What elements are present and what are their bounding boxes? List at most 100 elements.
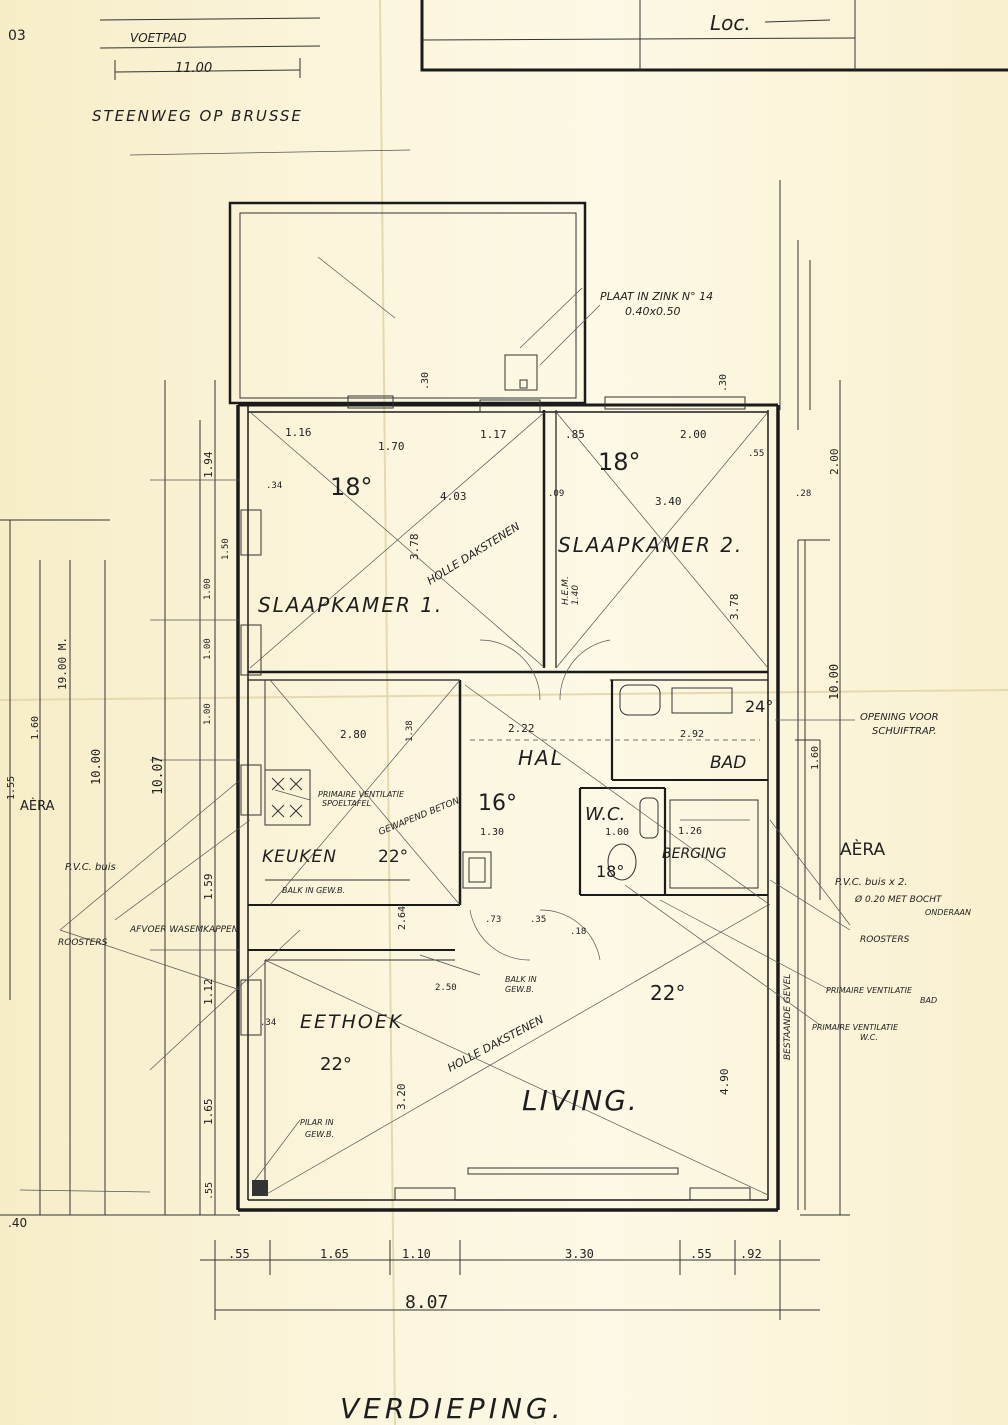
dim-bottom-2: 1.65 [320,1247,349,1261]
storage-name: BERGING [662,846,727,862]
dim-100b: 1.00 [203,638,213,660]
dim-200r: 2.00 [828,449,841,476]
pillar-block [252,1180,268,1196]
street-path-label: VOETPAD [130,31,187,45]
bath-temp: 24° [745,697,773,716]
street-name-label: STEENWEG OP BRUSSE [92,107,303,125]
grilles-left-label: ROOSTERS [58,938,108,948]
note-vent-bath-1: PRIMAIRE VENTILATIE [826,986,913,995]
dim-28: .28 [795,489,811,499]
dim-1000r: 10.00 [827,664,841,700]
pvc-right-diameter: Ø 0.20 MET BOCHT [854,894,943,905]
leader-lines [59,304,855,1181]
wc-name: W.C. [585,804,625,825]
street-header: VOETPAD 11.00 STEENWEG OP BRUSSE 03 [8,17,411,156]
kitchen-temp: 22° [378,847,408,867]
dim-top-5: 2.00 [680,428,707,441]
note-reinforced-concrete: GEWAPEND BETON [377,796,461,838]
dim-100a: 1.00 [203,578,213,600]
area-right-label: AÈRA [840,838,885,860]
dining-temp: 22° [320,1054,352,1075]
fold-line [379,0,396,1425]
dim-top-1: 1.16 [285,426,312,439]
kitchen-fixtures [264,769,311,826]
dim-top-3: 1.17 [480,428,507,441]
bath-fixtures [607,684,759,889]
walls [236,180,830,1212]
room-labels: 18° SLAAPKAMER 1. 18° SLAAPKAMER 2. HAL … [258,448,773,1117]
wc-temp: 18° [596,862,624,881]
dim-09: .09 [548,489,564,499]
street-width-label: 11.00 [175,61,212,76]
dim-bottom-6: .92 [740,1247,762,1261]
dim-292: 2.92 [680,729,704,740]
bedroom1-temp: 18° [330,473,373,501]
dim-55b: .55 [204,1182,215,1200]
note-existing-wall: BESTAANDE GEVEL [783,974,793,1060]
dim-bottom-5: .55 [690,1247,712,1261]
dim-403: 4.03 [440,490,467,503]
dim-194: 1.94 [202,451,215,478]
grilles-right-label: ROOSTERS [860,935,910,945]
note-hollow-bricks-top: HOLLE DAKSTENEN [425,520,523,588]
note-vent-sink-2: SPOELTAFEL [322,799,371,808]
dim-35: .35 [530,915,546,925]
dim-340: 3.40 [655,495,682,508]
bedroom2-temp: 18° [598,448,641,476]
note-beam-2a: BALK IN [505,975,537,984]
right-dimension-lines [795,380,850,1216]
note-beam-1: BALK IN GEW.B. [282,886,345,895]
dim-320: 3.20 [395,1084,408,1111]
dim-222: 2.22 [508,722,535,735]
corner-label: 03 [8,28,26,44]
note-vent-wc-1: PRIMAIRE VENTILATIE [812,1023,899,1032]
dim-bottom-total: 8.07 [405,1292,448,1313]
note-zinc-plate: PLAAT IN ZINK N° 14 [600,290,713,303]
dining-name: EETHOEK [300,1011,403,1033]
dim-top-4: .85 [565,428,585,441]
living-name: LIVING. [522,1084,639,1117]
dim-bottom-4: 3.30 [565,1247,594,1261]
note-beam-2b: GEW.B. [505,985,534,994]
dim-100c: 1.00 [203,703,213,725]
hall-name: HAL [518,746,564,770]
title-block-text: Loc. [710,11,751,35]
bottom-dimension-values: .55 1.65 1.10 3.30 .55 .92 8.07 [228,1247,762,1313]
dim-top-30a: .30 [420,372,431,390]
annotations: PLAAT IN ZINK N° 14 0.40x0.50 HOLLE DAKS… [129,290,939,1139]
dim-490: 4.90 [718,1069,731,1096]
dim-378a: 3.78 [408,534,421,561]
hall-temp: 16° [478,791,517,816]
side-labels: AÈRA P.V.C. buis ROOSTERS AÈRA P.V.C. bu… [8,798,971,1230]
note-vent-sink-1: PRIMAIRE VENTILATIE [318,790,405,799]
dim-378b: 3.78 [728,594,741,621]
left-dimension-lines [0,380,240,1216]
note-vent-wc-2: W.C. [860,1033,878,1042]
note-pillar-a: PILAR IN [300,1118,334,1127]
dim-264: 2.64 [397,906,408,930]
kitchen-name: KEUKEN [262,847,337,867]
terrace [228,201,587,405]
living-temp: 22° [650,981,685,1005]
dim-159: 1.59 [202,874,215,901]
dim-bottom-3: 1.10 [402,1247,431,1261]
pvc-right-under: ONDERAAN [925,908,971,917]
dim-1907: 10.07 [151,756,166,795]
note-exhaust-hood: AFVOER WASEMKAPPEN [129,925,239,935]
bath-name: BAD [710,753,746,773]
construction-lines [249,411,771,1196]
dim-126: 1.26 [678,826,702,837]
note-stair-opening-1: OPENING VOOR [860,712,939,723]
bedroom2-name: SLAAPKAMER 2. [558,533,743,557]
dim-130: 1.30 [480,827,504,838]
left-edge-value: .40 [8,1216,27,1230]
dim-280: 2.80 [340,728,367,741]
dim-1000: 10.00 [89,749,103,785]
dim-top-30b: .30 [718,374,729,392]
dim-165: 1.65 [202,1099,215,1126]
bottom-dimension-lines [200,1240,820,1320]
dimension-values: 1.16 1.70 1.17 .85 2.00 .30 .30 .55 .34 … [6,372,841,1200]
dim-18: .18 [570,927,586,937]
